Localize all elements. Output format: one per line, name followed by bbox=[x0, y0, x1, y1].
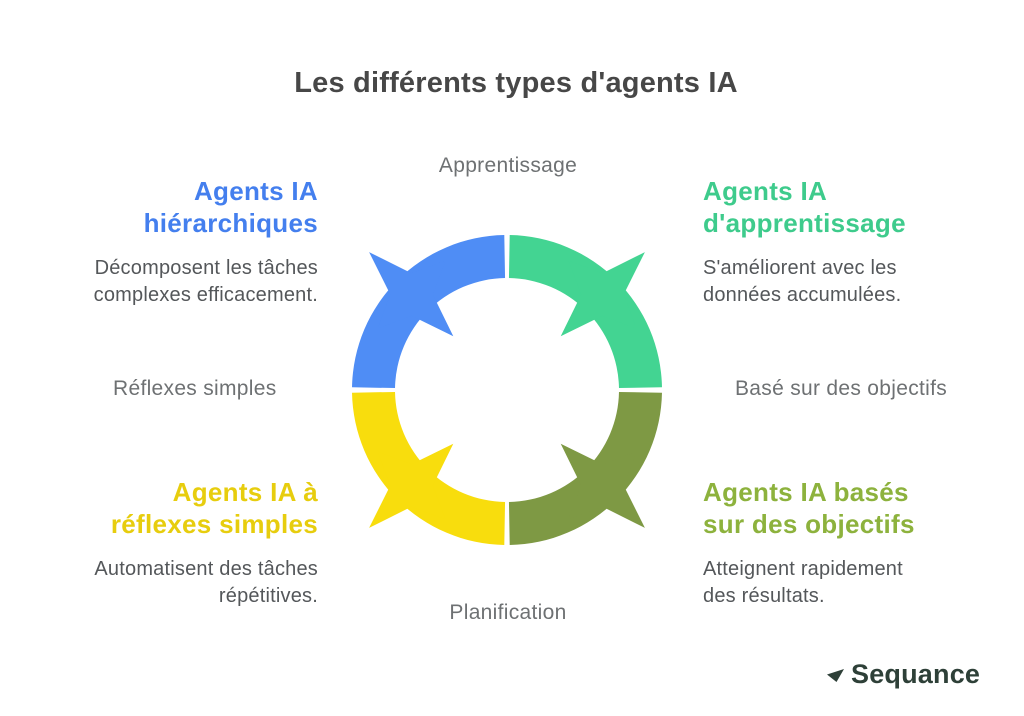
block-body: S'améliorent avec les données accumulées… bbox=[703, 255, 906, 309]
body-line: Atteignent rapidement bbox=[703, 558, 903, 580]
block-body: Atteignent rapidement des résultats. bbox=[703, 556, 915, 610]
body-line: des résultats. bbox=[703, 585, 825, 607]
heading-line: Agents IA basés bbox=[703, 477, 909, 507]
axis-label-apprentissage: Apprentissage bbox=[438, 154, 578, 177]
axis-label-base-objectifs: Basé sur des objectifs bbox=[735, 377, 948, 400]
body-line: complexes efficacement. bbox=[93, 284, 318, 306]
segment-learning-top-right bbox=[508, 235, 662, 389]
body-line: Décomposent les tâches bbox=[94, 257, 318, 279]
block-heading: Agents IA basés sur des objectifs bbox=[703, 476, 915, 540]
axis-label-reflexes-simples: Réflexes simples bbox=[113, 377, 277, 400]
axis-label-planification: Planification bbox=[449, 601, 567, 624]
block-body: Décomposent les tâches complexes efficac… bbox=[94, 255, 318, 309]
body-line: données accumulées. bbox=[703, 284, 902, 306]
logo-text: Sequance bbox=[851, 659, 981, 689]
body-line: S'améliorent avec les bbox=[703, 257, 897, 279]
sequance-logo: Sequance bbox=[827, 659, 980, 689]
body-line: Automatisent des tâches bbox=[94, 558, 318, 580]
block-agents-reflexes-simples: Agents IA à réflexes simples Automatisen… bbox=[94, 476, 318, 610]
segment-goal-based-bottom-right bbox=[508, 391, 662, 545]
block-agents-bases-objectifs: Agents IA basés sur des objectifs Atteig… bbox=[703, 476, 915, 610]
heading-line: d'apprentissage bbox=[703, 208, 906, 238]
cycle-diagram bbox=[352, 235, 662, 545]
heading-line: réflexes simples bbox=[110, 509, 318, 539]
heading-line: sur des objectifs bbox=[703, 509, 915, 539]
block-heading: Agents IA hiérarchiques bbox=[94, 175, 318, 239]
block-heading: Agents IA d'apprentissage bbox=[703, 175, 906, 239]
heading-line: Agents IA bbox=[703, 176, 828, 206]
logo-triangle-icon bbox=[827, 669, 844, 682]
body-line: répétitives. bbox=[218, 585, 318, 607]
block-heading: Agents IA à réflexes simples bbox=[94, 476, 318, 540]
heading-line: Agents IA bbox=[193, 176, 318, 206]
segment-hierarchical-top-left bbox=[352, 235, 506, 389]
page-title: Les différents types d'agents IA bbox=[294, 67, 738, 99]
block-agents-hierarchiques: Agents IA hiérarchiques Décomposent les … bbox=[94, 175, 318, 309]
block-body: Automatisent des tâches répétitives. bbox=[94, 556, 318, 610]
heading-line: Agents IA à bbox=[172, 477, 318, 507]
segment-simple-reflex-bottom-left bbox=[352, 391, 506, 545]
block-agents-apprentissage: Agents IA d'apprentissage S'améliorent a… bbox=[703, 175, 906, 309]
heading-line: hiérarchiques bbox=[143, 208, 318, 238]
